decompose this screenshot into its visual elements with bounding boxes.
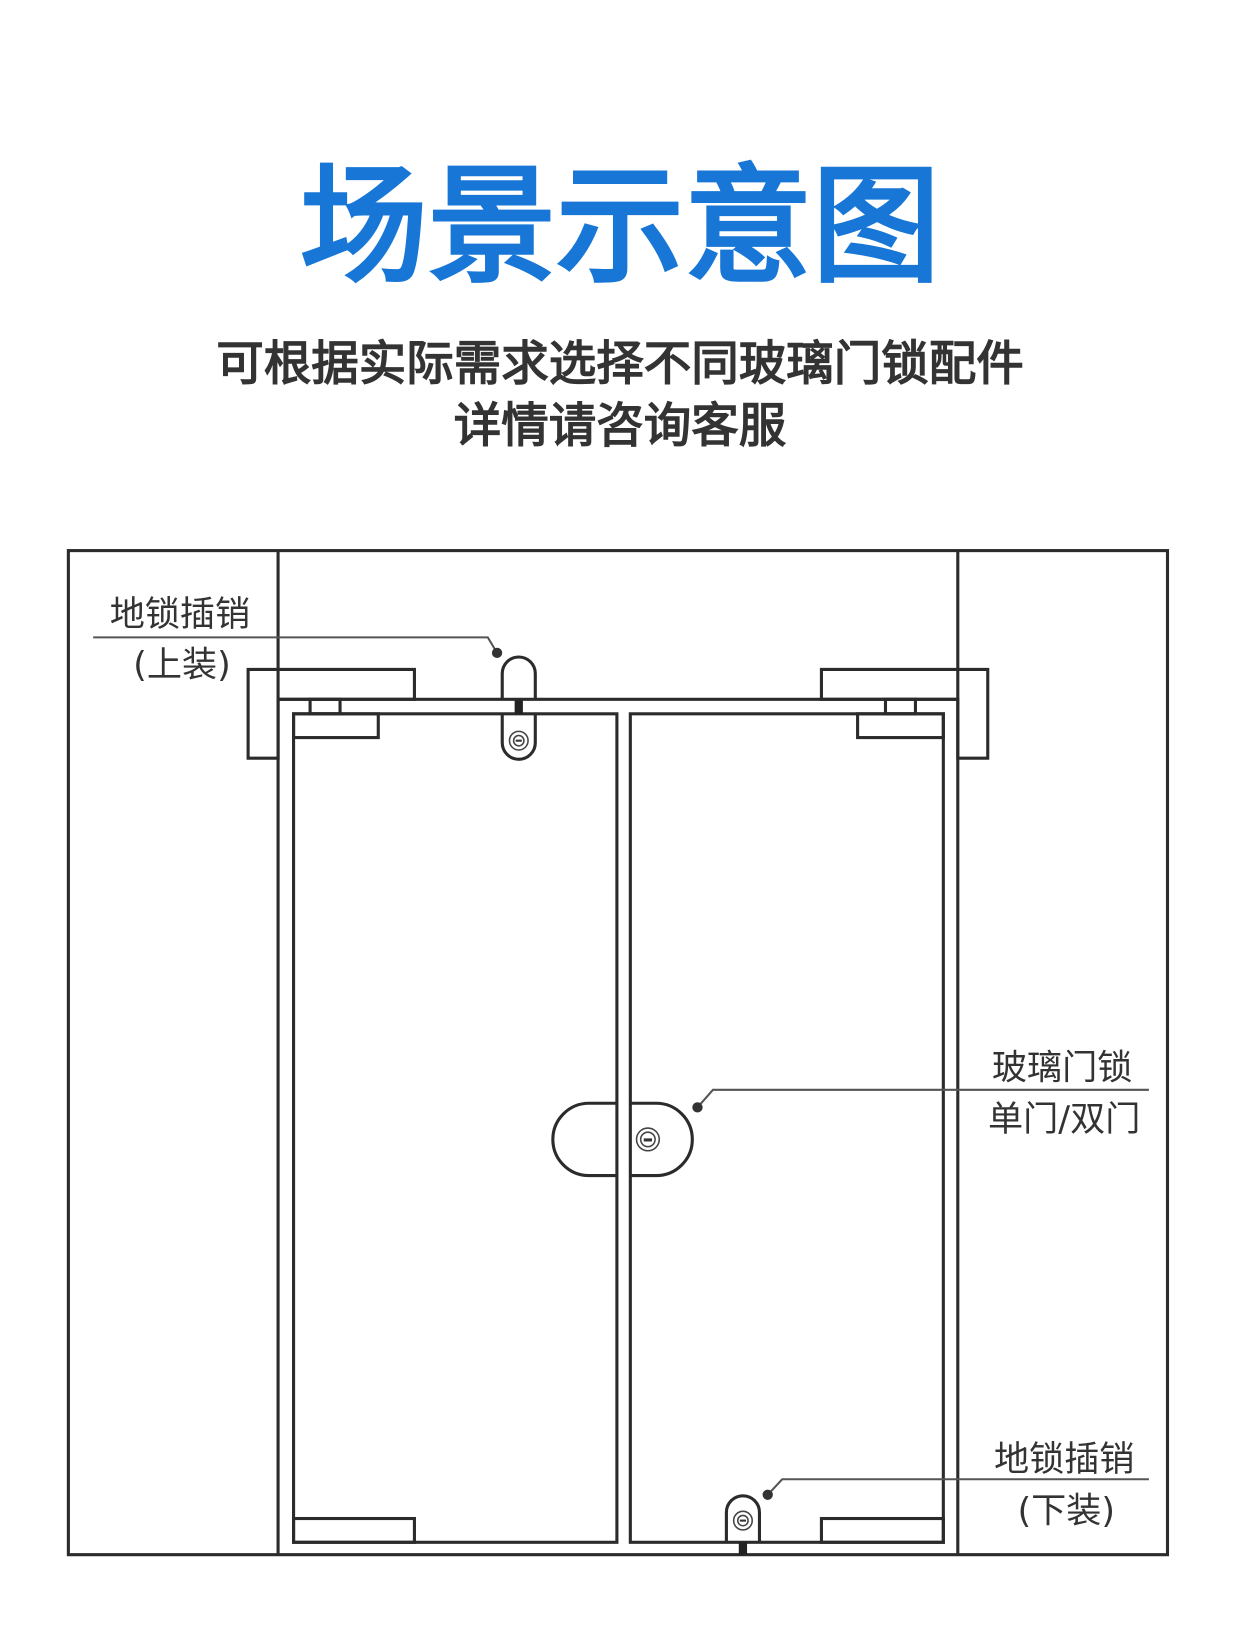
left-door-panel [292, 712, 619, 1544]
left-pivot-block [308, 697, 342, 716]
left-pivot-plate [292, 712, 380, 740]
right-door-panel [628, 712, 945, 1544]
top-floor-bolt [500, 655, 537, 761]
top-bolt-label: 地锁插销 [110, 594, 250, 635]
right-bottom-plate [819, 1516, 945, 1544]
top-bolt-pin [514, 700, 523, 714]
bottom-bolt-pin [738, 1542, 748, 1555]
top-bolt-type: (上装) [133, 645, 231, 686]
bottom-bolt-label: 地锁插销 [994, 1439, 1134, 1480]
wall-outline [66, 549, 1170, 1557]
left-bottom-plate [292, 1516, 416, 1544]
top-bolt-leader [93, 636, 498, 654]
left-door-closer [246, 667, 416, 760]
leader-dot [491, 647, 503, 659]
right-pivot-block [883, 697, 917, 716]
glass-lock-type: 单门/双门 [988, 1099, 1140, 1140]
leader-dot [692, 1102, 703, 1113]
bottom-bolt-leader [766, 1478, 1149, 1496]
subtitle-line-2: 详情请咨询客服 [454, 399, 787, 454]
keyhole-icon [508, 730, 754, 1531]
glass-door-lock [551, 1101, 694, 1178]
glass-lock-label: 玻璃门锁 [992, 1048, 1132, 1089]
right-pivot-plate [856, 712, 945, 740]
bottom-bolt-type: (下装) [1017, 1491, 1115, 1532]
glass-lock-leader [696, 1088, 1149, 1109]
subtitle-line-1: 可根据实际需求选择不同玻璃门锁配件 [216, 337, 1024, 392]
bottom-floor-bolt [724, 1494, 762, 1543]
page-title: 场景示意图 [300, 153, 940, 302]
leader-dot [762, 1489, 773, 1500]
right-door-closer [819, 667, 990, 760]
